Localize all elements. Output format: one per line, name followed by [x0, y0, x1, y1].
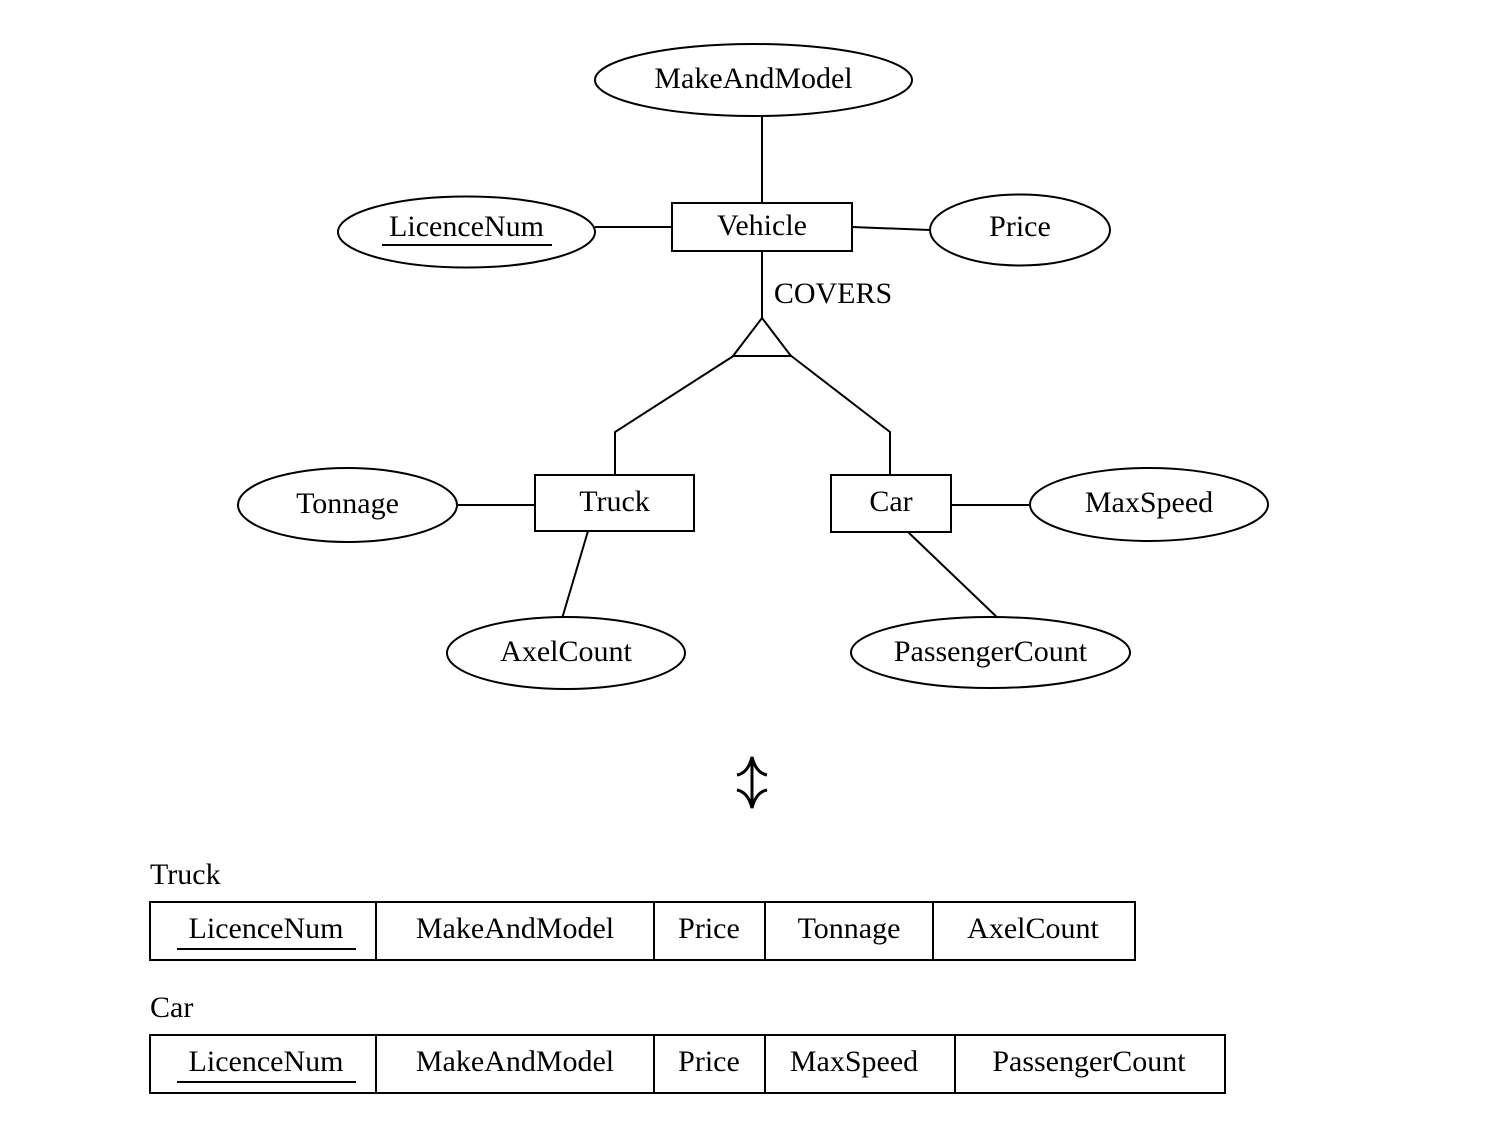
entity-car-box [830, 474, 952, 533]
isa-relationship-label: COVERS [774, 277, 892, 310]
attribute-axelcount-label: AxelCount [500, 635, 632, 668]
table-truck-col-tonnage: Tonnage [798, 912, 901, 945]
attribute-makeandmodel[interactable]: MakeAndModel [594, 43, 913, 117]
entity-truck[interactable]: Truck [534, 474, 695, 532]
table-truck-name: Truck [150, 858, 221, 891]
attribute-price-ellipse [929, 193, 1111, 267]
table-car-outline [149, 1034, 1226, 1094]
isa-triangle-icon [730, 316, 794, 357]
attribute-maxspeed-ellipse [1029, 467, 1269, 542]
table-car-name: Car [150, 991, 193, 1024]
entity-vehicle-label: Vehicle [717, 209, 807, 242]
attribute-tonnage[interactable]: Tonnage [237, 467, 458, 543]
table-truck: Truck LicenceNum MakeAndModel Price Tonn… [149, 858, 1136, 961]
entity-truck-box [534, 474, 695, 532]
attribute-licencenum[interactable]: LicenceNum [337, 195, 596, 269]
attribute-passengercount-label: PassengerCount [894, 635, 1088, 668]
edge-isa-car [789, 354, 891, 475]
entity-vehicle[interactable]: Vehicle [671, 202, 853, 252]
attribute-price[interactable]: Price [929, 193, 1111, 267]
table-truck-col-makeandmodel: MakeAndModel [416, 912, 614, 945]
entity-truck-label: Truck [579, 485, 650, 518]
table-car-col-passengercount: PassengerCount [992, 1045, 1186, 1078]
table-car-col-makeandmodel: MakeAndModel [416, 1045, 614, 1078]
table-car-col-maxspeed: MaxSpeed [790, 1045, 918, 1078]
attribute-makeandmodel-label: MakeAndModel [654, 62, 852, 95]
table-truck-outline [149, 901, 1136, 961]
attribute-tonnage-label: Tonnage [296, 487, 399, 520]
attribute-passengercount-ellipse [850, 616, 1131, 689]
edge-isa-truck [614, 354, 736, 475]
maps-to-double-arrow-icon [736, 756, 768, 809]
table-truck-col-price: Price [678, 912, 740, 945]
entity-vehicle-box [671, 202, 853, 252]
attribute-licencenum-label: LicenceNum [389, 210, 544, 243]
entity-car[interactable]: Car [830, 474, 952, 533]
edge-truck-axelcount [560, 530, 589, 623]
attribute-licencenum-ellipse [337, 195, 596, 269]
attribute-passengercount[interactable]: PassengerCount [850, 616, 1131, 689]
attribute-makeandmodel-ellipse [594, 43, 913, 117]
table-car: Car LicenceNum MakeAndModel Price MaxSpe… [149, 991, 1226, 1094]
table-car-col-licencenum: LicenceNum [189, 1045, 344, 1078]
table-car-col-price: Price [678, 1045, 740, 1078]
edge-car-passengercount [907, 531, 1003, 623]
attribute-price-label: Price [989, 210, 1051, 243]
entity-car-label: Car [869, 485, 912, 518]
attribute-tonnage-ellipse [237, 467, 458, 543]
attribute-maxspeed-label: MaxSpeed [1085, 486, 1213, 519]
attribute-maxspeed[interactable]: MaxSpeed [1029, 467, 1269, 542]
attribute-axelcount-ellipse [446, 616, 686, 690]
table-truck-col-licencenum: LicenceNum [189, 912, 344, 945]
edge-vehicle-price [851, 226, 931, 231]
attribute-axelcount[interactable]: AxelCount [446, 616, 686, 690]
table-truck-col-axelcount: AxelCount [967, 912, 1099, 945]
